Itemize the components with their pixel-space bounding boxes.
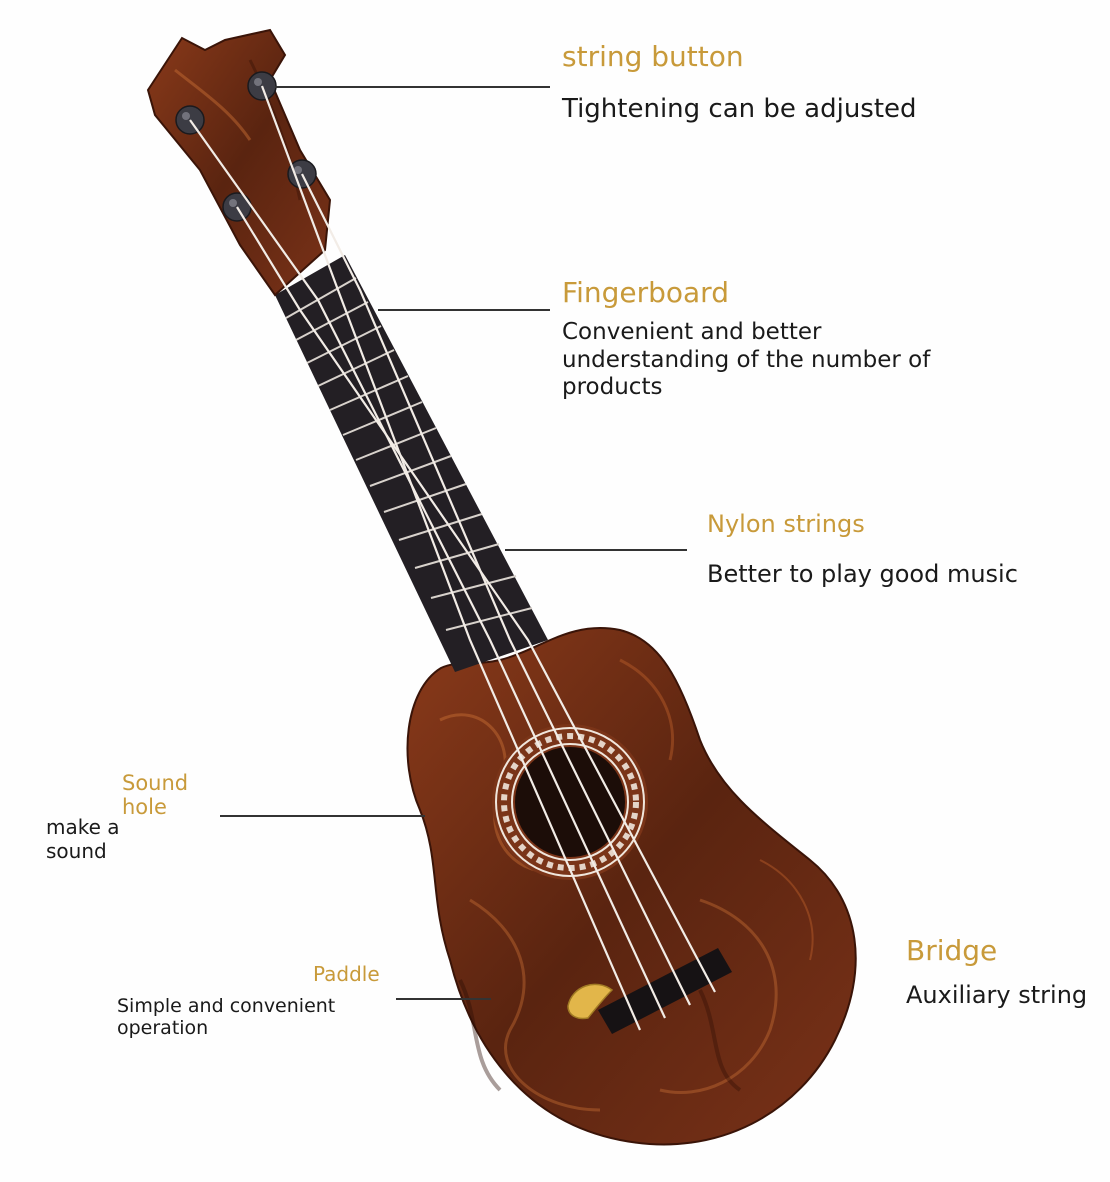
paddle-pick xyxy=(567,983,614,1020)
paddle-desc-line: Simple and convenient xyxy=(117,995,336,1017)
sound-hole-title: Sound hole xyxy=(122,771,189,819)
paddle-desc: Simple and convenient operation xyxy=(117,995,336,1040)
leader-line-nylon-strings xyxy=(505,549,687,551)
sound-hole-desc-line: make a xyxy=(46,815,120,839)
nylon-strings xyxy=(189,85,716,1031)
nylon-strings-title: Nylon strings xyxy=(707,510,865,538)
paddle-title: Paddle xyxy=(313,962,380,986)
nylon-strings-desc: Better to play good music xyxy=(707,560,1018,588)
paddle-desc-line: operation xyxy=(117,1016,209,1039)
fingerboard-title: Fingerboard xyxy=(562,276,729,309)
string-button-title: string button xyxy=(562,40,744,73)
sound-hole-desc-line: sound xyxy=(46,839,107,864)
leader-line-sound-hole xyxy=(220,815,425,817)
fingerboard-desc-line: products xyxy=(562,374,663,401)
bridge-desc: Auxiliary string xyxy=(906,981,1088,1009)
leader-line-fingerboard xyxy=(378,309,550,311)
sound-hole xyxy=(492,724,648,880)
leader-line-paddle xyxy=(396,998,491,1000)
leader-line-string-button xyxy=(275,86,550,88)
sound-hole-title-line: hole xyxy=(122,794,167,819)
sound-hole-title-line: Sound xyxy=(122,771,189,795)
sound-hole-desc: make a sound xyxy=(46,815,120,864)
bridge-title: Bridge xyxy=(906,934,998,967)
string-button-desc: Tightening can be adjusted xyxy=(562,94,917,124)
fingerboard-desc-line: understanding of the number of xyxy=(562,346,931,373)
fingerboard-desc: Convenient and better understanding of t… xyxy=(562,319,930,402)
fingerboard-desc-line: Convenient and better xyxy=(562,319,822,345)
